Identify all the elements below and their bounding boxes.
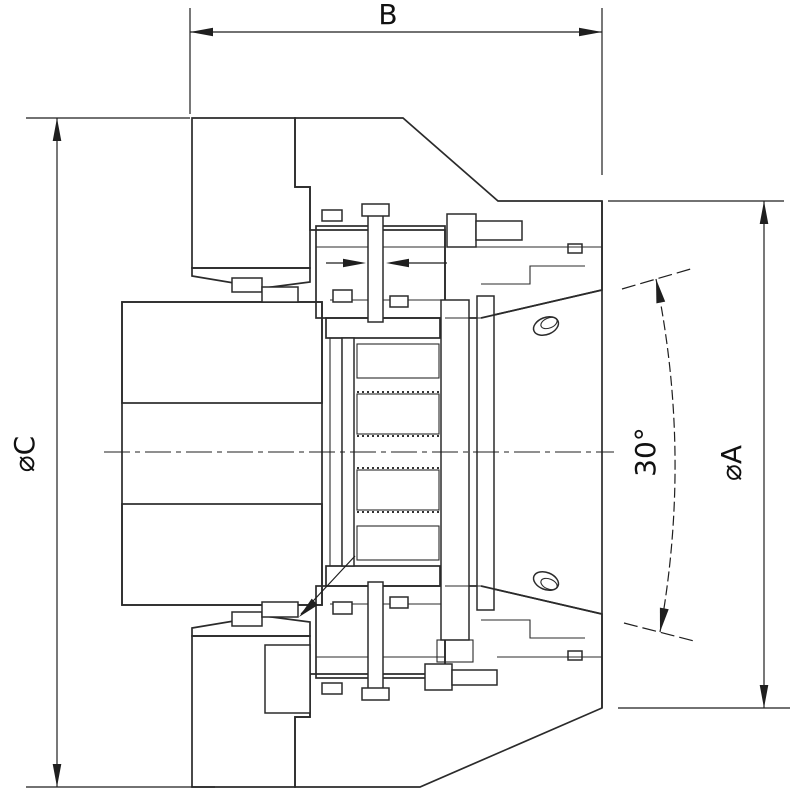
flange-steps (231, 277, 299, 627)
upper-flange (191, 117, 311, 269)
tension-bolt-top (361, 203, 390, 323)
clamp-bolt-bottom (424, 663, 498, 691)
cone-face-edges (445, 246, 603, 658)
cone-hole-top (532, 315, 560, 337)
pressure-plate (436, 295, 495, 663)
cone-angle-label: 30° (629, 427, 662, 477)
keyway-notches (321, 209, 583, 695)
spring-pocket (264, 644, 311, 714)
dimension-c: ⌀C (8, 117, 215, 788)
upper-sleeve-band (191, 267, 311, 289)
dimension-b-label: B (378, 0, 397, 31)
hub (121, 301, 323, 606)
clamp-bolt-top (446, 213, 523, 248)
gap-dimension (326, 258, 447, 268)
dimension-a-label: ⌀A (715, 445, 748, 481)
dimension-a: ⌀A (608, 200, 790, 709)
angle-dimension-30: 30° (621, 267, 695, 642)
leader-arrow (299, 555, 356, 617)
clutch-pack (356, 343, 440, 561)
section-view (121, 117, 603, 788)
dimension-b: B (189, 0, 603, 175)
dimension-c-label: ⌀C (8, 436, 41, 472)
cone-hole-bottom (532, 570, 560, 592)
tension-bolt-bottom (361, 581, 390, 701)
